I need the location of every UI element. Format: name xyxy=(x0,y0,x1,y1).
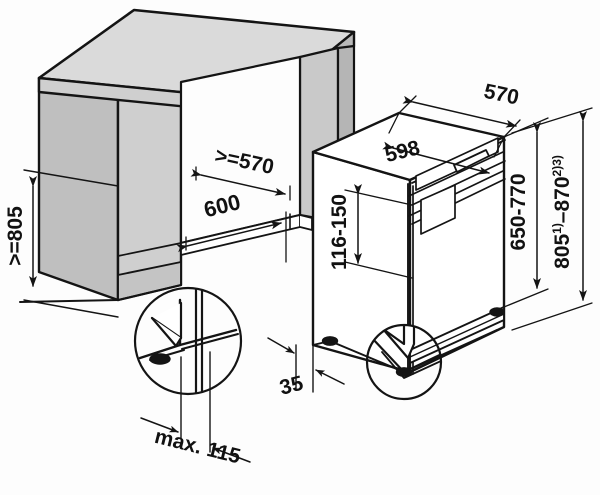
cabinet-left-side-panel xyxy=(37,76,120,302)
total-height-dash: – xyxy=(551,211,574,223)
detail-circle-right-outline xyxy=(365,323,443,401)
foot-detail-callout xyxy=(365,323,443,401)
dimension-label-niche-height: >=805 xyxy=(4,206,27,266)
dimension-plinth-setback xyxy=(267,337,345,393)
dimension-niche-width xyxy=(176,211,287,263)
appliance-door-recess xyxy=(420,184,456,235)
dimension-appliance-depth xyxy=(398,95,521,138)
dimension-total-height xyxy=(511,107,593,331)
dimension-door-panel-height xyxy=(344,184,413,279)
detail-circle-left-outline xyxy=(133,286,243,396)
total-height-sup-1: 1) xyxy=(550,223,564,234)
plinth-detail-callout xyxy=(133,286,243,396)
dimension-body-height xyxy=(503,117,549,308)
total-height-value-2: 870 xyxy=(551,176,574,211)
dimension-label-plinth-setback: 35 xyxy=(277,372,306,400)
total-height-value-1: 805 xyxy=(551,234,574,269)
dimension-niche-depth xyxy=(190,166,291,201)
dimension-plinth-max xyxy=(140,351,251,463)
appliance-foot-front-right xyxy=(489,307,505,317)
appliance-base-rail xyxy=(409,306,505,364)
total-height-sup-2: 2)3) xyxy=(550,155,564,176)
dimension-label-total-height: 8051)–8702)3) xyxy=(550,155,574,269)
dimension-appliance-width xyxy=(382,112,505,175)
dimension-label-door-panel-height: 116-150 xyxy=(328,194,351,270)
dimension-niche-height xyxy=(23,169,119,318)
dimension-label-body-height: 650-770 xyxy=(507,173,530,250)
